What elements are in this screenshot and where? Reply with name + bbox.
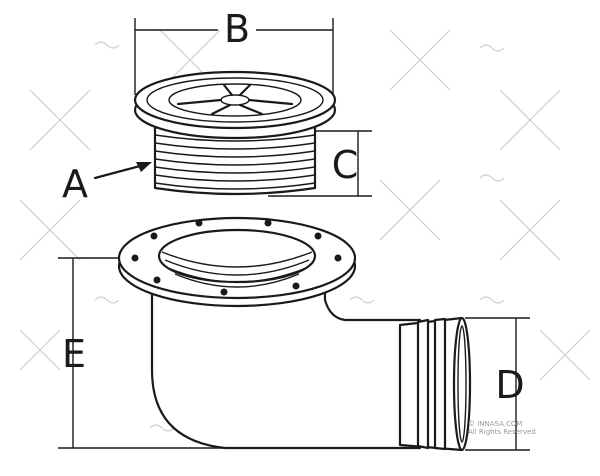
watermark-pattern <box>19 29 591 432</box>
watermark-line1: © INNASA.COM <box>468 420 522 428</box>
dimension-b: B <box>134 7 334 95</box>
label-e: E <box>62 332 86 376</box>
label-c: C <box>332 143 359 187</box>
watermark-line2: All Rights Reserved <box>468 428 536 436</box>
label-d: D <box>495 363 524 407</box>
dimension-d: D <box>465 317 530 451</box>
label-b: B <box>224 7 250 51</box>
elbow-body <box>150 288 472 452</box>
dimension-c: C <box>268 130 372 197</box>
dimension-e: E <box>58 257 225 449</box>
base-flange <box>117 216 357 308</box>
pointer-a: A <box>62 162 152 206</box>
strainer-cap <box>133 70 337 196</box>
label-a: A <box>62 162 88 206</box>
